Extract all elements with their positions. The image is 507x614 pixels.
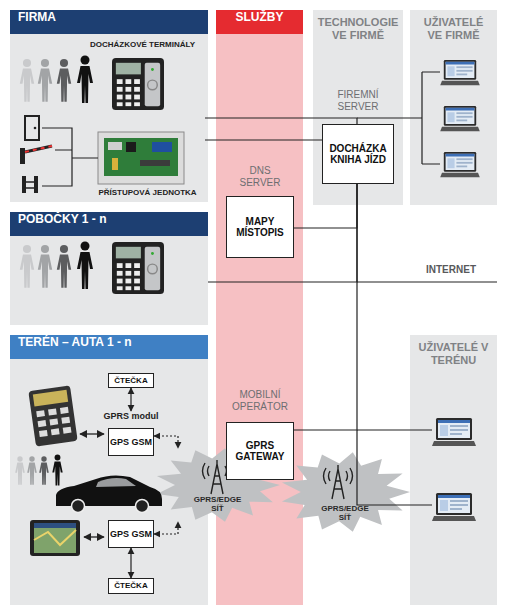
box-label: GPS GSM (110, 437, 152, 447)
box-heading: MOBILNÍ OPERÁTOR (228, 389, 292, 413)
server-box: FIREMNÍ SERVERDOCHÁZKA KNIHA JÍZD (322, 124, 394, 184)
module-box: GPS GSM (108, 428, 154, 456)
network-label: GPRS/EDGE SÍŤ (318, 504, 372, 522)
technology-column: TECHNOLOGIE VE FIRMĚFIREMNÍ SERVERDOCHÁZ… (313, 10, 403, 205)
network-label: GPRS/EDGE SÍŤ (191, 495, 245, 513)
burst-outline (282, 452, 410, 531)
box-heading: FIREMNÍ SERVER (328, 89, 388, 113)
service-box: DNS SERVERMAPY MÍSTOPIS (226, 196, 294, 258)
column-header: UŽIVATELÉ V TERÉNU (419, 341, 489, 367)
network-burst: GPRS/EDGE SÍŤ (280, 452, 410, 532)
gps-module-box: GPS GSM (108, 520, 154, 548)
box-heading: DNS SERVER (232, 165, 288, 189)
column-header: TECHNOLOGIE VE FIRMĚ (315, 16, 401, 42)
services-column: SLUŽBYDNS SERVERMAPY MÍSTOPISMOBILNÍ OPE… (216, 10, 303, 605)
box-heading: GPRS modul (103, 411, 158, 422)
users-column: UŽIVATELÉ V TERÉNU (410, 335, 497, 605)
box-label: ČTEČKA (114, 376, 147, 385)
box-label: DOCHÁZKA KNIHA JÍZD (323, 143, 393, 166)
reader-box: ČTEČKA (108, 373, 154, 388)
band-header: TERÉN – AUTA 1 - n (10, 335, 208, 359)
column-header: SLUŽBY (216, 10, 303, 34)
box-label: GPRS GATEWAY (227, 440, 293, 463)
burst-outline (157, 448, 280, 521)
device-caption: DOCHÁZKOVÉ TERMINÁLY (80, 40, 205, 50)
access-unit: PŘÍSTUPOVÁ JEDNOTKA (90, 128, 205, 198)
service-box: MOBILNÍ OPERÁTORGPRS GATEWAY (226, 422, 294, 480)
section-band: FIRMA DOCHÁZKOVÉ TERMINÁLY PŘÍSTUPOVÁ JEDN… (10, 10, 208, 202)
device-caption: PŘÍSTUPOVÁ JEDNOTKA (90, 188, 205, 198)
column-header: UŽIVATELÉ VE FIRMĚ (419, 16, 489, 42)
network-label: INTERNET (426, 264, 476, 275)
box-label: ČTEČKA (114, 581, 147, 590)
users-column: UŽIVATELÉ VE FIRMĚ (410, 10, 497, 205)
reader-box: ČTEČKA (108, 578, 154, 594)
network-line (294, 184, 357, 430)
box-label: MAPY MÍSTOPIS (227, 216, 293, 239)
gps-module-box: GPRS modulGPS GSM (108, 411, 154, 456)
band-header: POBOČKY 1 - n (10, 212, 208, 236)
terminal-group: DOCHÁZKOVÉ TERMINÁLY (80, 40, 205, 120)
box-label: GPS GSM (110, 529, 152, 539)
section-band: POBOČKY 1 - n (10, 212, 208, 325)
band-header: FIRMA (10, 10, 208, 34)
